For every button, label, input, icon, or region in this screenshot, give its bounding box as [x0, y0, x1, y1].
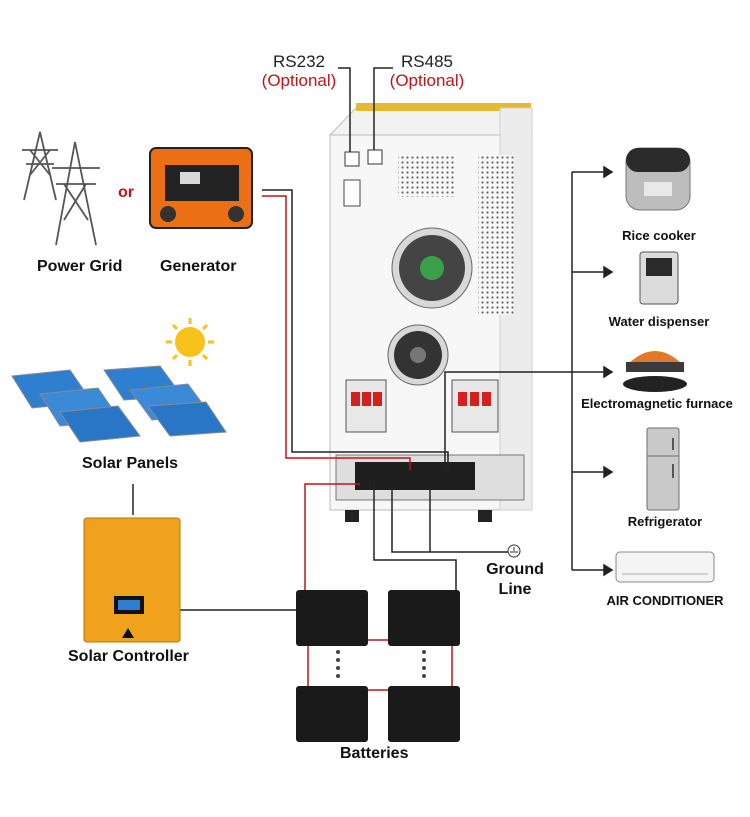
ground-line-text-2: Line: [498, 581, 532, 598]
air-conditioner-icon: [615, 551, 715, 583]
rs485-name: RS485: [401, 52, 453, 71]
water-dispenser-label: Water dispenser: [608, 314, 710, 329]
sun-icon: [166, 318, 214, 366]
load-arrows: [572, 165, 614, 577]
rice-cooker-label: Rice cooker: [622, 228, 696, 243]
refrigerator-label: Refrigerator: [627, 514, 703, 529]
or-label: or: [118, 184, 134, 201]
power-grid-label: Power Grid: [37, 258, 123, 275]
ground-line-label: Ground Line: [485, 560, 545, 600]
electromagnetic-furnace-label: Electromagnetic furnace: [581, 396, 733, 411]
rs232-label: RS232 (Optional): [258, 52, 340, 90]
water-dispenser-icon: [639, 251, 679, 305]
ground-line-text-1: Ground: [486, 561, 544, 578]
solar-panels-label: Solar Panels: [82, 455, 179, 472]
rice-cooker-icon: [625, 147, 691, 211]
solar-controller-label: Solar Controller: [68, 648, 189, 665]
generator-label: Generator: [160, 258, 237, 275]
inverter-cabinet: [328, 103, 534, 522]
ground-icon: [507, 544, 521, 558]
solar-panels-icon: [11, 365, 227, 443]
rs232-optional: (Optional): [261, 71, 337, 90]
rs485-label: RS485 (Optional): [386, 52, 468, 90]
rs485-optional: (Optional): [389, 71, 465, 90]
wiring: [132, 67, 573, 691]
generator-icon: [149, 147, 253, 229]
refrigerator-icon: [646, 427, 680, 511]
electromagnetic-furnace-icon: [623, 351, 687, 392]
batteries-label: Batteries: [340, 745, 409, 762]
air-conditioner-label: AIR CONDITIONER: [606, 593, 724, 608]
power-tower-icon: [22, 131, 100, 246]
rs232-name: RS232: [273, 52, 325, 71]
batteries-icon: [296, 590, 460, 742]
solar-controller-icon: [83, 517, 181, 643]
